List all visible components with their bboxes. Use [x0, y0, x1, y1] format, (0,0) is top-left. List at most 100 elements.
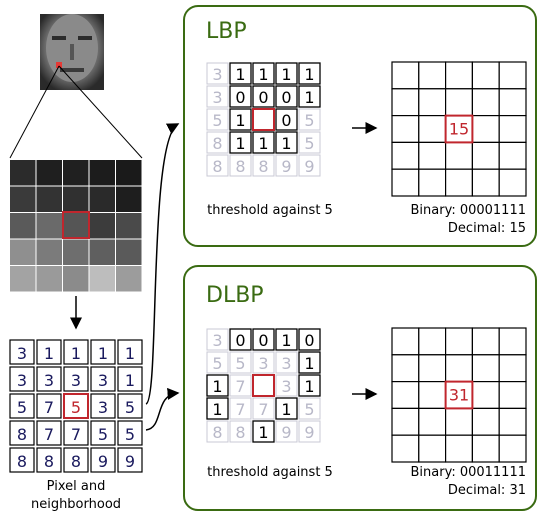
threshold-cell [275, 420, 298, 443]
grid-cell [117, 366, 143, 392]
gray-cell [116, 266, 142, 292]
result-cell [471, 168, 500, 197]
threshold-cell [229, 154, 252, 177]
lbp-threshold-caption: threshold against 5 [207, 203, 333, 218]
threshold-cell [206, 108, 229, 131]
threshold-cell [229, 131, 252, 154]
grid-cell [9, 420, 35, 446]
grid-cell [63, 366, 89, 392]
result-cell [445, 168, 474, 197]
result-cell [498, 168, 527, 197]
threshold-value: 1 [212, 377, 222, 396]
threshold-value: 0 [281, 111, 291, 130]
gray-cell [116, 239, 142, 265]
result-cell [445, 434, 474, 463]
result-cell [471, 114, 500, 143]
grid-cell [117, 339, 143, 365]
result-cell [471, 381, 500, 410]
selected-pixel-marker [56, 62, 62, 68]
threshold-value: 7 [258, 400, 268, 419]
threshold-value: 1 [258, 423, 268, 442]
threshold-value: 3 [212, 331, 222, 350]
grid-value: 1 [71, 344, 81, 363]
grid-value: 3 [71, 371, 81, 390]
grid-value: 3 [44, 371, 54, 390]
threshold-value: 1 [281, 400, 291, 419]
threshold-value: 8 [235, 157, 245, 176]
threshold-cell [206, 420, 229, 443]
result-cell [471, 61, 500, 90]
threshold-cell [275, 62, 298, 85]
threshold-cell [206, 85, 229, 108]
gray-cell [10, 186, 36, 212]
lbp-title: LBP [206, 19, 247, 44]
grid-cell [36, 420, 62, 446]
threshold-value: 5 [212, 111, 222, 130]
result-center-highlight [444, 114, 474, 144]
grid-value: 1 [98, 344, 108, 363]
threshold-cell [252, 85, 275, 108]
threshold-value: 9 [304, 157, 314, 176]
gray-cell [89, 160, 115, 186]
threshold-cell [229, 351, 252, 374]
result-cell [418, 381, 447, 410]
grid-value: 7 [44, 398, 54, 417]
result-cell [498, 381, 527, 410]
grid-value: 5 [125, 398, 135, 417]
gray-cell [10, 266, 36, 292]
grid-value: 8 [17, 452, 27, 471]
result-cell [391, 114, 420, 143]
source-caption-line2: neighborhood [31, 497, 121, 512]
threshold-cell [252, 328, 275, 351]
threshold-cell [298, 131, 321, 154]
gray-cell [116, 186, 142, 212]
grid-value: 8 [17, 425, 27, 444]
gray-cell [10, 160, 36, 186]
threshold-value: 3 [258, 354, 268, 373]
dlbp-binary: Binary: 00011111 [410, 465, 526, 480]
threshold-value: 1 [281, 331, 291, 350]
threshold-value: 1 [281, 134, 291, 153]
threshold-cell [206, 154, 229, 177]
gray-cell [36, 213, 62, 239]
dlbp-decimal: Decimal: 31 [448, 483, 526, 498]
result-cell [391, 434, 420, 463]
grid-cell [63, 393, 89, 419]
threshold-value: 0 [258, 88, 268, 107]
threshold-cell [298, 328, 321, 351]
result-cell [418, 354, 447, 383]
threshold-cell [229, 85, 252, 108]
threshold-cell [229, 108, 252, 131]
result-cell [391, 327, 420, 356]
threshold-cell [275, 351, 298, 374]
threshold-value: 8 [235, 423, 245, 442]
result-cell [445, 327, 474, 356]
grid-value: 8 [44, 452, 54, 471]
grid-cell [90, 366, 116, 392]
result-cell [445, 88, 474, 117]
result-value: 15 [449, 120, 469, 139]
threshold-value: 0 [281, 88, 291, 107]
grid-value: 1 [125, 371, 135, 390]
threshold-value: 8 [258, 157, 268, 176]
threshold-value: 9 [281, 423, 291, 442]
grid-value: 3 [17, 344, 27, 363]
grid-value: 9 [125, 452, 135, 471]
result-value: 31 [449, 386, 469, 405]
grid-cell [117, 420, 143, 446]
result-cell [498, 327, 527, 356]
threshold-cell [275, 108, 298, 131]
result-cell [471, 327, 500, 356]
result-cell [445, 407, 474, 436]
grid-value: 5 [98, 425, 108, 444]
grid-cell [63, 447, 89, 473]
grid-cell [9, 366, 35, 392]
threshold-cell [298, 374, 321, 397]
gray-cell [63, 266, 89, 292]
threshold-cell [252, 351, 275, 374]
grid-cell [63, 420, 89, 446]
threshold-value: 3 [281, 377, 291, 396]
threshold-value: 8 [212, 134, 222, 153]
threshold-cell [229, 397, 252, 420]
